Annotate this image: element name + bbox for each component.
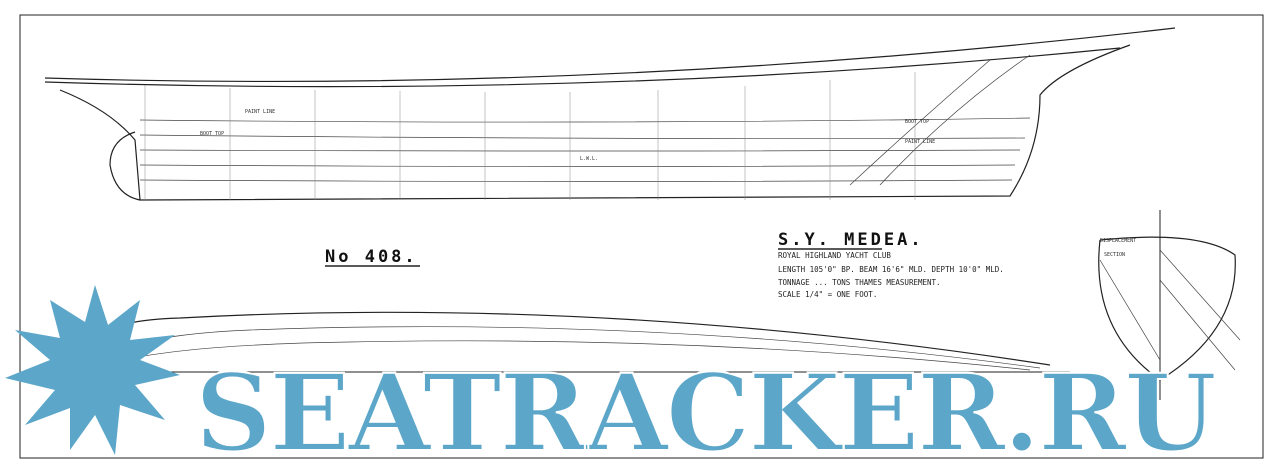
title-block: S.Y. MEDEA. ROYAL HIGHLAND YACHT CLUB LE…	[778, 230, 1004, 299]
scale: SCALE 1/4" = ONE FOOT.	[778, 290, 877, 299]
label-paint-line: PAINT LINE	[245, 109, 275, 115]
label-boot-top-fwd: BOOT TOP	[905, 119, 929, 125]
tonnage: TONNAGE ... TONS THAMES MEASUREMENT.	[778, 278, 941, 287]
drawing-border	[19, 14, 1264, 459]
label-displacement: DISPLACEMENT	[1100, 238, 1136, 244]
label-section: SECTION	[1104, 252, 1125, 258]
label-paint-line-fwd: PAINT LINE	[905, 139, 935, 145]
drawing-number: No 408.	[325, 247, 418, 267]
dimensions: LENGTH 105'0" BP. BEAM 16'6" MLD. DEPTH …	[778, 265, 1004, 274]
body-plan: DISPLACEMENT SECTION	[1098, 210, 1241, 400]
label-lwl: L.W.L.	[580, 156, 598, 162]
club-name: ROYAL HIGHLAND YACHT CLUB	[778, 251, 891, 260]
vessel-name: S.Y. MEDEA.	[778, 230, 924, 250]
watermark-text: SEATRACKER.RU	[195, 350, 1215, 469]
watermark: SEATRACKER.RU	[5, 285, 1218, 469]
profile-view: PAINT LINE BOOT TOP L.W.L. PAINT LINE BO…	[44, 27, 1176, 201]
label-boot-top: BOOT TOP	[200, 131, 224, 137]
watermark-starburst-icon	[5, 285, 180, 455]
